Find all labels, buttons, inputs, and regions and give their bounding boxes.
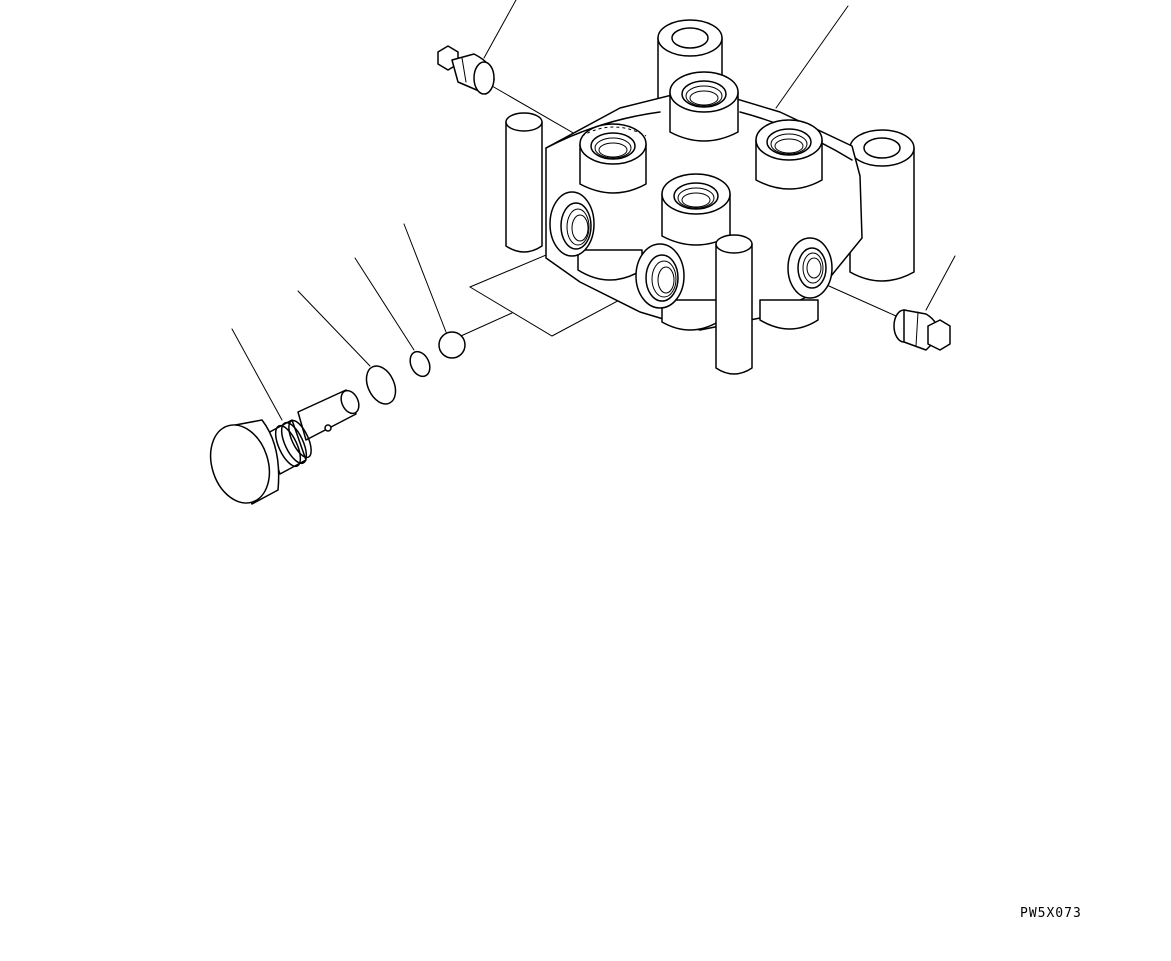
leader-relief-plug bbox=[231, 328, 283, 421]
ball bbox=[438, 331, 466, 359]
top-port-rear bbox=[669, 71, 739, 142]
top-port-left bbox=[579, 123, 647, 194]
bracket-to-ball bbox=[451, 312, 513, 341]
relief-valve-plug bbox=[209, 389, 360, 505]
leader-o-ring-large bbox=[297, 290, 371, 367]
leader-ball bbox=[403, 223, 447, 333]
side-port-left bbox=[549, 191, 595, 257]
post-left bbox=[505, 121, 543, 253]
leader-valve-body bbox=[775, 5, 849, 109]
top-port-front bbox=[661, 173, 731, 246]
leader-lines bbox=[231, 0, 956, 421]
leader-plug-lower-right bbox=[925, 255, 956, 311]
lower-boss-left bbox=[577, 249, 643, 281]
post-front bbox=[715, 243, 753, 375]
plug-upper-left bbox=[437, 45, 495, 95]
leader-plug-upper-left bbox=[483, 0, 517, 59]
axis-plug-upper-left bbox=[491, 85, 583, 139]
leader-o-ring-small bbox=[354, 257, 415, 351]
o-ring-small bbox=[409, 350, 431, 378]
o-ring-large bbox=[365, 365, 397, 405]
lower-boss-right bbox=[759, 299, 819, 330]
right-tall-boss bbox=[849, 147, 915, 282]
top-port-right bbox=[755, 119, 823, 190]
plug-lower-right bbox=[893, 309, 951, 351]
side-port-right bbox=[787, 237, 833, 299]
valve-body bbox=[505, 19, 915, 375]
axis-plug-lower-right bbox=[819, 281, 897, 317]
bracket-side-ports bbox=[468, 249, 641, 337]
figure-code: PW5X073 bbox=[1020, 906, 1082, 921]
side-port-front bbox=[635, 243, 685, 309]
